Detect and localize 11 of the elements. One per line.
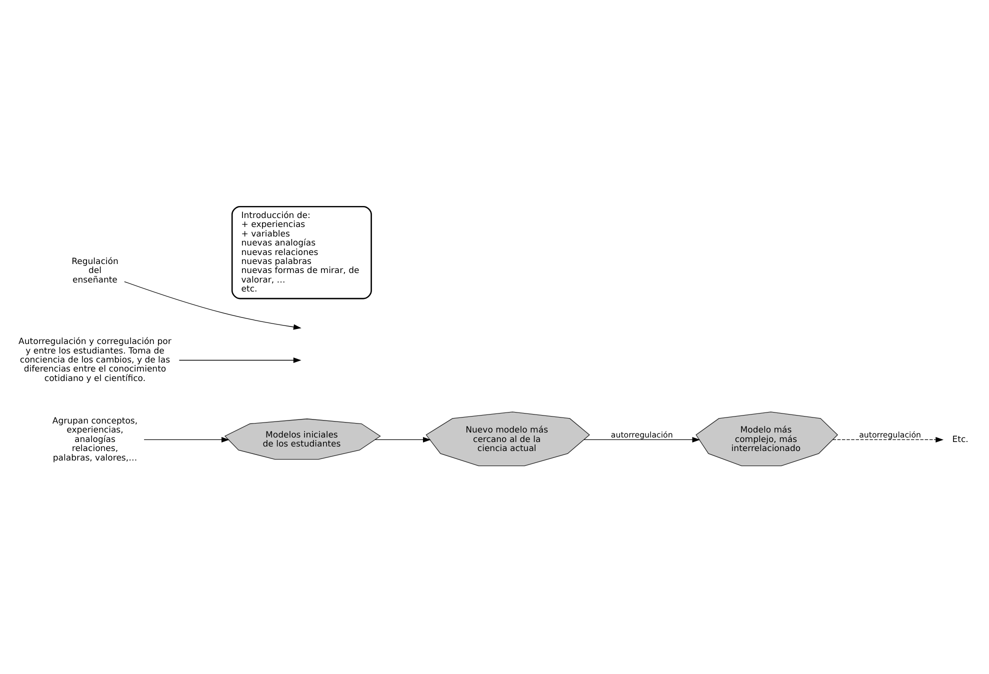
node-text: Agrupan conceptos, experiencias, analogías relaciones, palabras, valores,… <box>52 416 138 464</box>
node-text: Etc. <box>952 434 968 445</box>
arrow <box>832 436 944 442</box>
node-text: Autorregulación y corregulación por y entre los estudiantes. Toma de conciencia de los cambios, y de las diferencias entre el conocimiento cotidiano y el científico. <box>18 337 172 384</box>
arrow <box>124 281 302 330</box>
arrow <box>374 436 431 442</box>
arrow <box>584 436 700 442</box>
arrow <box>144 436 230 442</box>
arrow <box>178 358 302 364</box>
node-box: Introducción de: + experiencias + variables nuevas analogías nuevas relaciones nuevas palabras nuevas formas de mirar, de valorar, … etc. <box>231 206 372 300</box>
node-text: Regulación del enseñante <box>72 257 118 286</box>
